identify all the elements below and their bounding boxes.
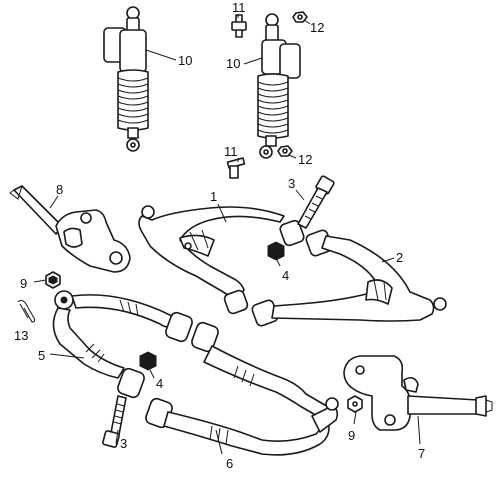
- nut-9-right: [347, 395, 363, 413]
- bolt-11-bottom: [226, 157, 246, 179]
- upper-a-arm-booted: [52, 290, 193, 399]
- bolt-3-bottom: [102, 395, 127, 448]
- bolt-3-top: [297, 175, 335, 229]
- steering-knuckle-right: [343, 355, 493, 431]
- callout-3-bottom: 3: [120, 436, 127, 451]
- callout-9-right: 9: [348, 428, 355, 443]
- shock-absorber-right: [257, 13, 301, 159]
- nut-12-bottom: [277, 145, 293, 157]
- upper-a-arm: [138, 205, 305, 315]
- callout-10-right: 10: [226, 56, 240, 71]
- callout-11-bottom: 11: [224, 144, 238, 159]
- steering-knuckle-left: [9, 185, 131, 273]
- callout-6: 6: [226, 456, 233, 471]
- callout-5: 5: [38, 348, 45, 363]
- callout-8: 8: [56, 182, 63, 197]
- callout-12-top: 12: [310, 20, 324, 35]
- callout-4-top: 4: [282, 268, 289, 283]
- callout-12-bottom: 12: [298, 152, 312, 167]
- nut-12-top: [292, 11, 308, 23]
- callout-3-top: 3: [288, 176, 295, 191]
- callout-4-bottom: 4: [156, 376, 163, 391]
- lower-a-arm-booted: [145, 321, 339, 456]
- callout-10-left: 10: [178, 53, 192, 68]
- callout-2: 2: [396, 250, 403, 265]
- callout-7: 7: [418, 446, 425, 461]
- callout-11-top: 11: [232, 0, 246, 15]
- nut-9-left: [45, 271, 61, 289]
- lower-a-arm: [251, 229, 447, 327]
- callout-9-left: 9: [20, 276, 27, 291]
- callout-13: 13: [14, 328, 28, 343]
- leader-lines: [33, 14, 421, 455]
- nut-4-bottom: [139, 351, 157, 371]
- nut-4-top: [267, 241, 285, 261]
- callout-labels: 10 10 11 11 12 12 8 1 3 2 4 9 13 5 4 3 6…: [14, 0, 425, 471]
- callout-1: 1: [210, 189, 217, 204]
- shock-absorber-left: [103, 6, 149, 152]
- bolt-11-top: [231, 14, 247, 38]
- cotter-pin-13: [17, 299, 36, 323]
